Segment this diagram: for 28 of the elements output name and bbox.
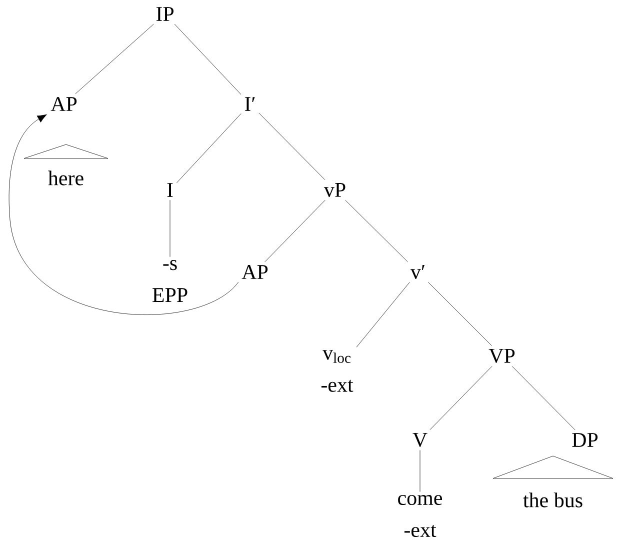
tree-label: v′ (410, 265, 425, 279)
branch-line (428, 282, 492, 346)
branch-line (75, 24, 154, 94)
tree-label: here (48, 170, 84, 186)
tree-label: I′ (244, 97, 255, 111)
branch-line (258, 112, 326, 180)
tree-label: IP (156, 7, 174, 21)
tree-label: DP (572, 433, 598, 447)
branch-line (430, 366, 492, 430)
tree-label: AP (242, 265, 268, 279)
triangle (492, 456, 614, 479)
tree-label: v$_{loc}$ -ext (321, 350, 354, 392)
tree-label: come -ext (398, 494, 442, 538)
branch-line (356, 282, 410, 348)
tree-label: vP (324, 183, 346, 197)
movement-arrow (8, 114, 239, 315)
branch-line (264, 200, 326, 262)
tree-label: V (412, 432, 428, 448)
tree-label: I (167, 183, 173, 197)
triangle (24, 144, 108, 159)
branch-line (176, 113, 242, 183)
tree-label: the bus (523, 492, 582, 508)
tree-label: -s EPP (152, 260, 188, 302)
tree-label: AP (50, 97, 77, 111)
tree-label: VP (488, 348, 515, 364)
branch-line (174, 24, 242, 95)
branch-line (512, 366, 576, 430)
branch-line (345, 200, 408, 262)
